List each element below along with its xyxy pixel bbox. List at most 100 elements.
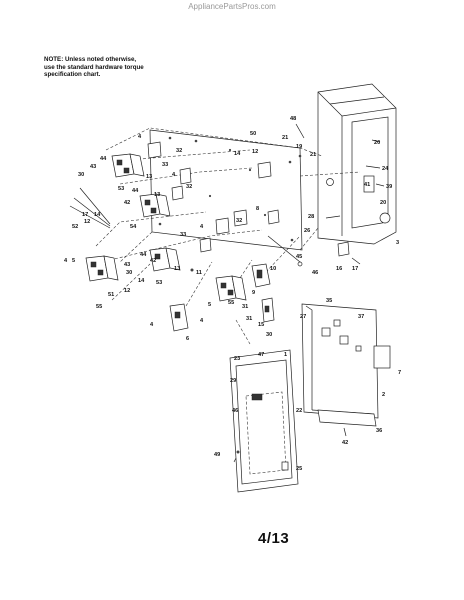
- callout-12: 12: [84, 219, 90, 225]
- callout-46: 46: [312, 270, 318, 276]
- callout-52: 52: [72, 224, 78, 230]
- terminal-block-lower: [169, 297, 275, 332]
- callout-47: 47: [258, 352, 264, 358]
- callout-30: 30: [126, 270, 132, 276]
- callout-14: 14: [94, 212, 101, 218]
- watermark-text: AppliancePartsPros.com: [188, 2, 276, 11]
- callout-32: 32: [236, 218, 242, 224]
- callout-12: 12: [124, 288, 130, 294]
- mounting-brackets: [147, 141, 350, 272]
- callout-2: 2: [382, 392, 385, 398]
- callout-14: 14: [138, 278, 145, 284]
- callout-27: 27: [300, 314, 306, 320]
- callout-14: 14: [234, 151, 241, 157]
- callout-5: 5: [72, 258, 75, 264]
- breaker-module-lower-left: [85, 255, 119, 282]
- callout-44: 44: [140, 252, 147, 258]
- callout-6: 6: [186, 336, 189, 342]
- leader-lines: [69, 123, 385, 463]
- callout-39: 39: [386, 184, 392, 190]
- assembly-guide-lines: [95, 127, 361, 345]
- breaker-module-center: [149, 247, 181, 272]
- callout-28: 28: [308, 214, 314, 220]
- callout-41: 41: [364, 182, 370, 188]
- callout-35: 35: [326, 298, 332, 304]
- callout-50: 50: [250, 131, 256, 137]
- breaker-module-mid-left: [139, 193, 171, 218]
- callout-32: 32: [176, 148, 182, 154]
- callout-29: 29: [230, 378, 236, 384]
- callout-11: 11: [196, 270, 202, 276]
- callout-51: 51: [108, 292, 114, 298]
- breaker-module-upper-left: [111, 153, 145, 178]
- callout-48: 48: [290, 116, 296, 122]
- callout-10: 10: [270, 266, 276, 272]
- callout-44: 44: [132, 188, 139, 194]
- callout-3: 3: [396, 240, 399, 246]
- callout-42: 42: [124, 200, 130, 206]
- callout-17: 17: [82, 212, 88, 218]
- callout-26: 26: [304, 228, 310, 234]
- callout-20: 20: [374, 140, 380, 146]
- callout-9: 9: [252, 290, 255, 296]
- callout-43: 43: [124, 262, 130, 268]
- callout-42: 42: [342, 440, 348, 446]
- callout-4: 4: [64, 258, 68, 264]
- callout-21: 21: [282, 135, 288, 141]
- callout-21: 21: [310, 152, 316, 158]
- callout-13: 13: [154, 192, 160, 198]
- callout-16: 16: [336, 266, 342, 272]
- callout-24: 24: [382, 166, 389, 172]
- callout-30: 30: [266, 332, 272, 338]
- callout-23: 23: [234, 356, 240, 362]
- torque-note: NOTE: Unless noted otherwise, use the st…: [44, 56, 194, 79]
- callout-53: 53: [156, 280, 162, 286]
- callout-4: 4: [200, 224, 204, 230]
- callout-15: 15: [258, 322, 264, 328]
- callout-13: 13: [174, 266, 180, 272]
- note-line-3: specification chart.: [44, 71, 101, 79]
- callout-44: 44: [100, 156, 107, 162]
- callout-7: 7: [398, 370, 401, 376]
- callout-13: 13: [146, 174, 152, 180]
- page-number: 4/13: [258, 530, 290, 547]
- callout-31: 31: [242, 304, 248, 310]
- callout-labels: 48 50 21 19 21 20 24 41 39 20 3 14 12 4 …: [64, 116, 401, 472]
- callout-4: 4: [138, 134, 142, 140]
- callout-8: 8: [256, 206, 259, 212]
- callout-33: 33: [162, 162, 168, 168]
- callout-17: 17: [352, 266, 358, 272]
- enclosure-box: [317, 83, 397, 245]
- callout-43: 43: [90, 164, 96, 170]
- callout-54: 54: [130, 224, 137, 230]
- callout-46: 46: [232, 408, 238, 414]
- callout-55: 55: [96, 304, 102, 310]
- callout-25: 25: [296, 466, 302, 472]
- callout-36: 36: [376, 428, 382, 434]
- callout-49: 49: [214, 452, 220, 458]
- callout-37: 37: [358, 314, 364, 320]
- callout-4: 4: [172, 172, 176, 178]
- note-line-2: use the standard hardware torque: [44, 63, 144, 71]
- callout-5: 5: [208, 302, 211, 308]
- callout-20: 20: [380, 200, 386, 206]
- callout-4: 4: [150, 322, 154, 328]
- callout-12: 12: [252, 149, 258, 155]
- breaker-module-lower-center: [215, 275, 247, 302]
- callout-53: 53: [118, 186, 124, 192]
- callout-33: 33: [180, 232, 186, 238]
- callout-4: 4: [200, 318, 204, 324]
- callout-55: 55: [228, 300, 234, 306]
- relay-module-right: [251, 263, 271, 288]
- callout-19: 19: [296, 144, 302, 150]
- callout-1: 1: [284, 352, 287, 358]
- callout-32: 32: [186, 184, 192, 190]
- callout-22: 22: [296, 408, 302, 414]
- callout-31: 31: [246, 316, 252, 322]
- label-plate: [373, 345, 391, 369]
- callout-45: 45: [296, 254, 302, 260]
- callout-30: 30: [78, 172, 84, 178]
- callout-42: 42: [150, 258, 156, 264]
- outer-door: [229, 349, 299, 493]
